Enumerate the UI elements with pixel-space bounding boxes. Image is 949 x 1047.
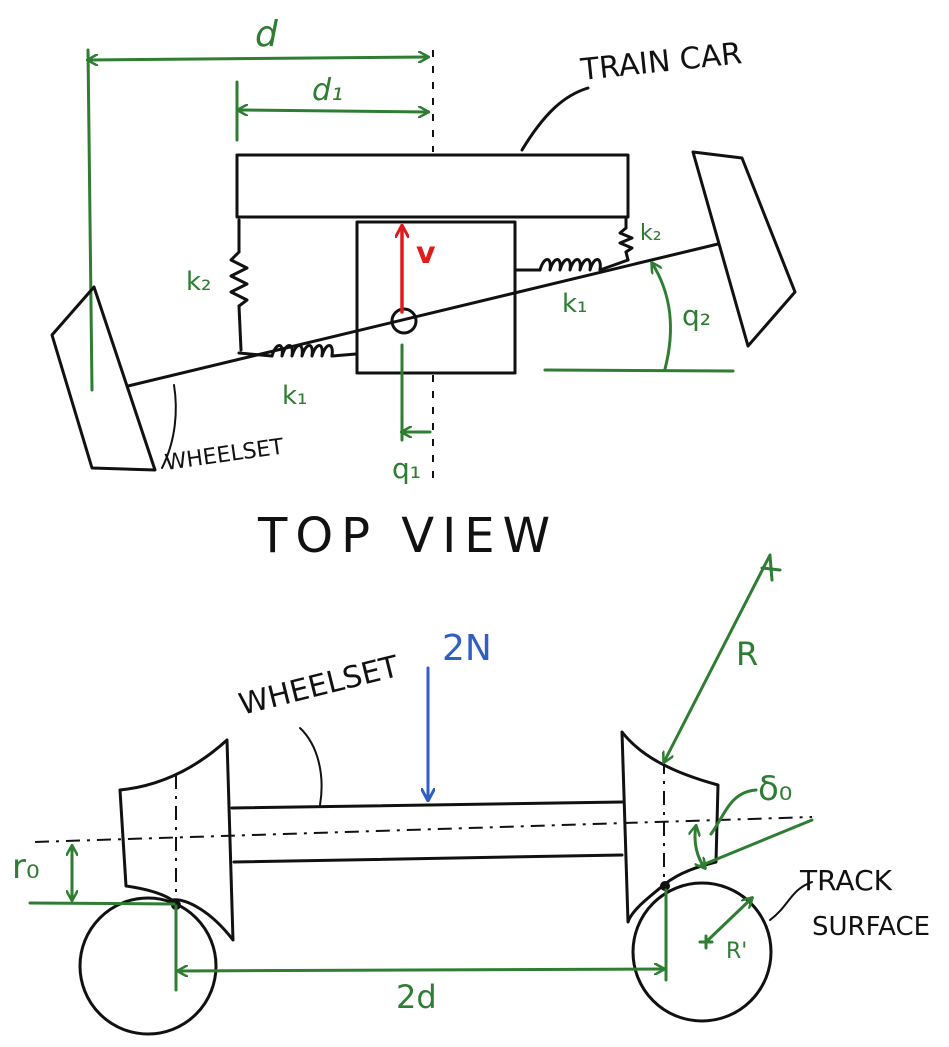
label-delta0: δ₀ — [758, 769, 792, 809]
label-track-surface-line2: SURFACE — [812, 912, 930, 942]
dimension-2d: 2d — [174, 888, 668, 1016]
wheelset-leader-top — [161, 384, 177, 469]
label-R: R — [736, 635, 758, 673]
dimension-r0: r₀ — [12, 846, 176, 906]
label-2d: 2d — [396, 978, 437, 1016]
label-q2: q₂ — [682, 299, 711, 332]
pivot-circle — [390, 307, 418, 335]
label-r0: r₀ — [12, 847, 40, 887]
label-d1: d₁ — [312, 73, 343, 108]
train-car-leader — [520, 86, 590, 152]
left-track-rail — [78, 896, 218, 1036]
top-view: d d₁ TRAIN CAR v k₂ — [50, 14, 797, 564]
label-q1: q₁ — [392, 452, 421, 485]
label-2N: 2N — [442, 628, 492, 669]
spring-k1-right: k₁ — [515, 258, 630, 319]
label-track-surface-line1: TRACK — [799, 864, 893, 897]
right-track-rail — [631, 881, 773, 1023]
angle-q2: q₂ — [543, 263, 735, 373]
train-car-body — [235, 153, 630, 219]
axle-bottom-edge — [232, 853, 624, 864]
track-surface-leader — [769, 881, 813, 921]
wheelset-axle — [126, 242, 720, 388]
dimension-d1: d₁ — [235, 73, 428, 142]
spring-k1-left: k₁ — [237, 344, 358, 411]
spring-k2-right: k₂ — [618, 216, 662, 262]
axle-top-edge — [230, 800, 624, 810]
right-contact-point — [660, 881, 670, 891]
dimension-d: d — [88, 14, 428, 392]
angle-delta0: δ₀ — [695, 769, 814, 868]
top-view-title: TOP VIEW — [257, 508, 558, 564]
label-k1-right: k₁ — [562, 289, 587, 319]
axle-centerline — [34, 816, 813, 843]
truck-block — [355, 220, 517, 375]
left-wheel-profile — [118, 738, 235, 942]
label-v: v — [416, 236, 436, 271]
label-wheelset-side: WHEELSET — [235, 649, 402, 723]
label-k2-right: k₂ — [640, 221, 662, 246]
wheelset-leader-side — [299, 727, 323, 806]
label-k1-left: k₁ — [282, 381, 307, 411]
label-train-car: TRAIN CAR — [578, 36, 743, 88]
right-wheel — [691, 150, 797, 348]
radius-R: R — [664, 553, 782, 762]
radius-R-prime: R' — [698, 898, 752, 964]
side-view: WHEELSET 2N r₀ 2d — [12, 553, 930, 1036]
label-d: d — [255, 14, 279, 55]
spring-k2-left: k₂ — [186, 218, 249, 352]
label-wheelset-top: WHEELSET — [163, 434, 286, 475]
right-wheel-profile — [620, 730, 720, 924]
displacement-q1: q₁ — [392, 343, 432, 485]
label-R-prime: R' — [726, 939, 747, 964]
label-k2-left: k₂ — [186, 267, 211, 297]
left-wheel — [50, 285, 157, 472]
